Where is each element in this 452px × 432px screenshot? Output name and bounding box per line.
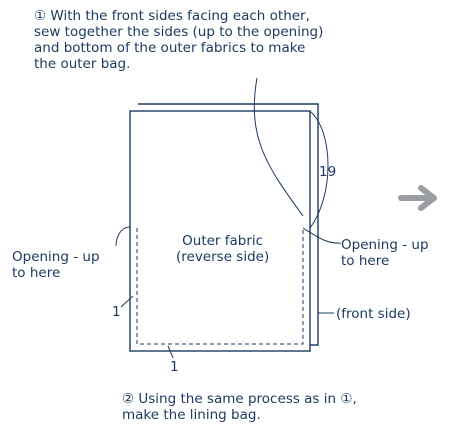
seam-allowance-bottom-label: 1 [170,359,179,375]
seam-allowance-side-tick [120,295,134,308]
step2-instruction: ② Using the same process as in ①, make t… [122,391,357,423]
opening-length-label: 19 [319,164,337,180]
seam-allowance-bottom-tick [167,345,174,359]
dimension-19-bracket [309,110,329,229]
seam-allowance-side-label: 1 [112,304,121,320]
outer-fabric-label: Outer fabric (reverse side) [176,233,270,265]
leader-line-step1 [253,77,304,217]
front-side-label: (front side) [336,306,411,322]
front-fabric-panel [129,110,311,352]
opening-left-leader [115,226,131,247]
right-arrow-icon [398,185,437,211]
step1-instruction: ① With the front sides facing each other… [34,8,324,72]
opening-right-label: Opening - up to here [341,237,429,269]
stitch-line [136,228,304,345]
opening-right-leader [302,227,342,244]
opening-left-label: Opening - up to here [12,249,100,281]
